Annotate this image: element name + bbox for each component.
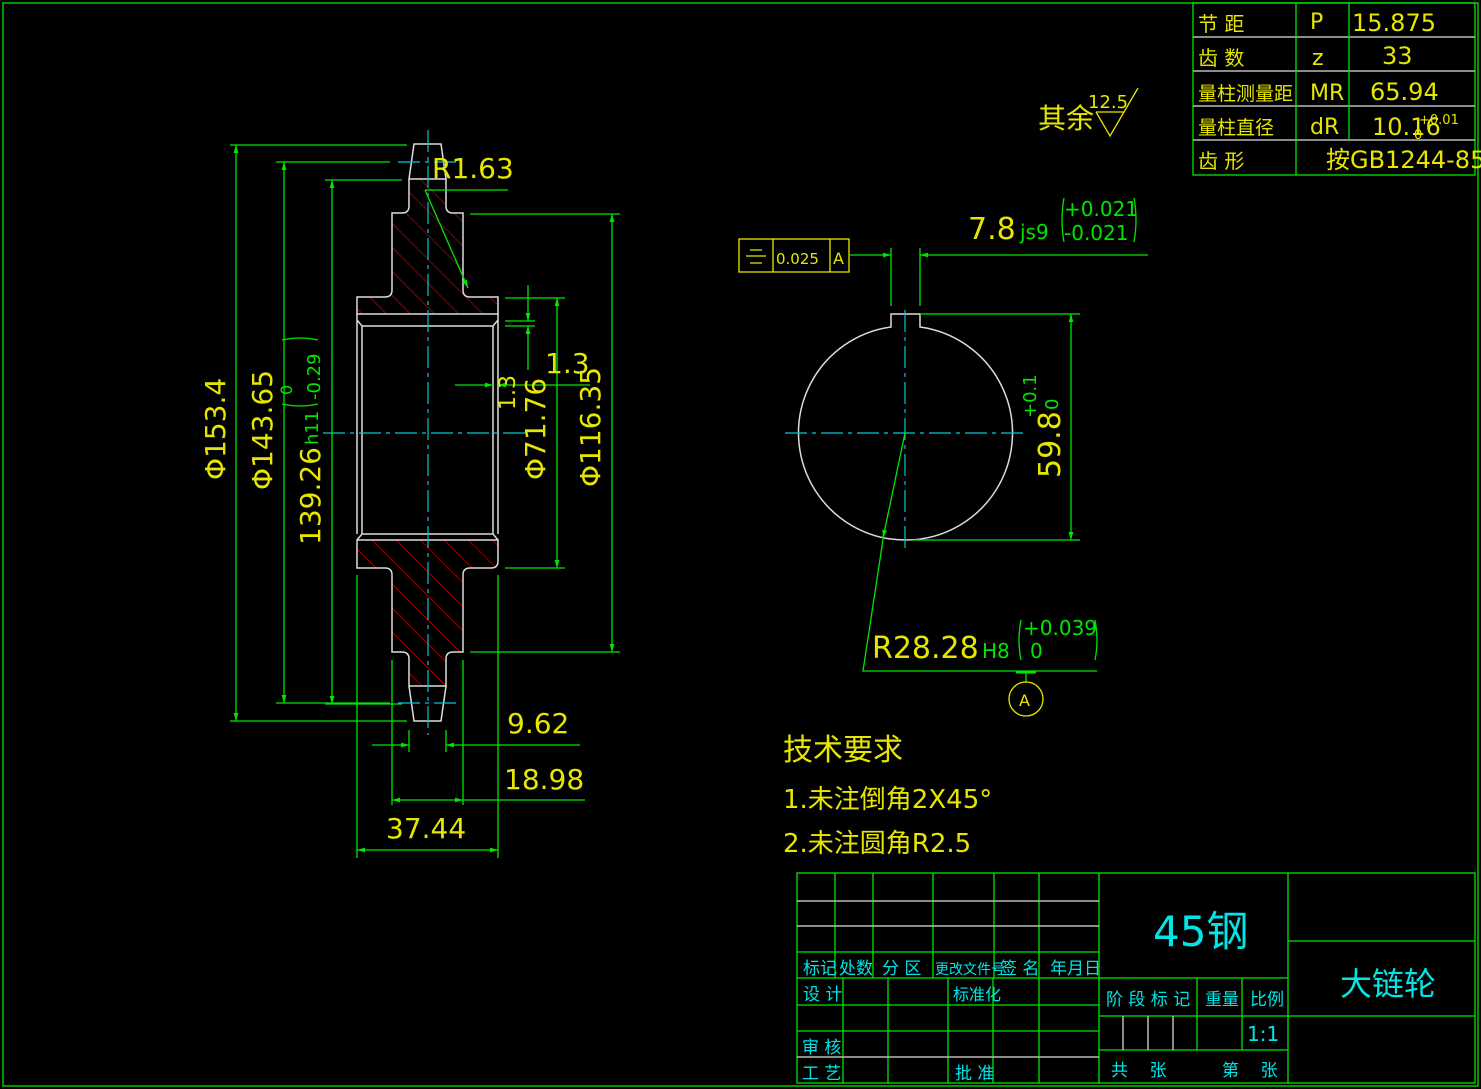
- params-table: 节 距 齿 数 量柱测量距 量柱直径 齿 形 P z MR dR 15.875 …: [1192, 2, 1481, 176]
- bore-with-keyway: [797, 313, 1014, 541]
- param-symbol: MR: [1310, 81, 1344, 106]
- process-label: 工 艺: [802, 1064, 841, 1084]
- param-tol-lower: 0: [1414, 128, 1422, 143]
- roughness-value: 12.5: [1088, 92, 1128, 113]
- section-view: R1.63 Φ153.4 Φ143.65 139.26 h11 0 -0.29 …: [199, 130, 620, 858]
- bore-fit: H8: [982, 639, 1010, 663]
- key-tol-upper: +0.021: [1064, 197, 1138, 221]
- symmetry-icon: [746, 249, 766, 264]
- param-symbol: dR: [1310, 115, 1339, 140]
- header-cell: 签 名: [1000, 959, 1039, 979]
- chamfer-label: 1.3: [496, 375, 521, 410]
- dia-bore-label: Φ71.76: [519, 378, 552, 480]
- param-label: 齿 形: [1198, 149, 1244, 173]
- tolerance-value: 0.025: [776, 250, 819, 268]
- param-label: 齿 数: [1198, 46, 1244, 70]
- dimension-lines: [230, 144, 620, 858]
- sheet-number: 第 张: [1222, 1061, 1278, 1081]
- dia-root-tol-lower: -0.29: [304, 353, 325, 400]
- dia-root-tol-upper: 0: [277, 385, 296, 395]
- width-web-label: 18.98: [504, 763, 584, 796]
- key-depth-tol-upper: +0.1: [1020, 374, 1041, 418]
- approve-label: 批 准: [955, 1064, 994, 1084]
- standardize-label: 标准化: [953, 985, 1001, 1004]
- title-block: 45钢 大链轮 标记 处数 分 区 更改文件号 签 名 年月日 设 计 标准化 …: [796, 872, 1476, 1084]
- param-label: 节 距: [1198, 12, 1244, 36]
- scale-label: 比例: [1250, 990, 1284, 1010]
- part-name: 大链轮: [1340, 965, 1436, 1003]
- weight-label: 重量: [1205, 990, 1239, 1010]
- dia-pitch-label: Φ143.65: [246, 370, 279, 490]
- dia-hub-label: Φ116.35: [574, 367, 607, 487]
- stage-mark-label: 阶 段 标 记: [1106, 990, 1190, 1010]
- header-cell: 标记: [803, 959, 837, 979]
- dia-root-fit: h11: [302, 411, 323, 445]
- review-label: 审 核: [802, 1038, 841, 1058]
- end-view: 0.025 A 7.8 js9 +0.021 -0.021 59.8 +0.1 …: [738, 197, 1148, 717]
- width-total-label: 37.44: [386, 812, 466, 845]
- design-label: 设 计: [803, 985, 842, 1005]
- width-tooth-label: 9.62: [507, 707, 569, 740]
- radius-label: R1.63: [432, 152, 514, 185]
- roughness-symbol: 其余 12.5: [1038, 87, 1139, 138]
- param-symbol: z: [1312, 46, 1324, 71]
- dia-root-label: 139.26: [294, 447, 327, 545]
- key-fit: js9: [1019, 220, 1049, 244]
- param-value: 65.94: [1370, 78, 1439, 106]
- scale-value: 1:1: [1247, 1022, 1279, 1046]
- roughness-label: 其余: [1038, 102, 1094, 135]
- header-cell: 年月日: [1050, 959, 1101, 979]
- key-depth-tol-lower: 0: [1042, 399, 1063, 410]
- param-label: 量柱测量距: [1198, 83, 1293, 105]
- tolerance-datum: A: [833, 249, 844, 268]
- header-cell: 处数: [839, 959, 873, 979]
- tech-requirements: 技术要求 1.未注倒角2X45° 2.未注圆角R2.5: [783, 733, 992, 859]
- tech-item: 1.未注倒角2X45°: [783, 785, 992, 815]
- tolerance-frame: 0.025 A: [738, 238, 850, 273]
- key-depth-label: 59.8: [1033, 411, 1068, 478]
- bore-tol-lower: 0: [1030, 639, 1043, 663]
- header-cell: 分 区: [882, 959, 921, 979]
- datum-circle: [1008, 681, 1044, 717]
- param-symbol: P: [1310, 10, 1323, 35]
- header-cell: 更改文件号: [935, 962, 1005, 978]
- material-label: 45钢: [1153, 907, 1248, 956]
- key-width-label: 7.8: [968, 212, 1016, 247]
- param-value: 按GB1244-85: [1326, 146, 1481, 174]
- tech-title: 技术要求: [783, 733, 903, 768]
- param-label: 量柱直径: [1198, 117, 1274, 139]
- param-value: 10.16: [1372, 113, 1441, 141]
- chamfer-label: 1.3: [545, 347, 590, 380]
- param-value: 33: [1382, 42, 1413, 70]
- tech-item: 2.未注圆角R2.5: [783, 829, 971, 859]
- param-value: 15.875: [1352, 9, 1436, 37]
- total-sheets: 共 张: [1111, 1061, 1167, 1081]
- dia-tip-label: Φ153.4: [199, 378, 232, 480]
- key-tol-lower: -0.021: [1064, 221, 1128, 245]
- param-tol-upper: +0.01: [1419, 113, 1459, 128]
- datum-label: A: [1019, 691, 1030, 710]
- bore-radius-label: R28.28: [872, 631, 979, 666]
- bore-tol-upper: +0.039: [1023, 616, 1097, 640]
